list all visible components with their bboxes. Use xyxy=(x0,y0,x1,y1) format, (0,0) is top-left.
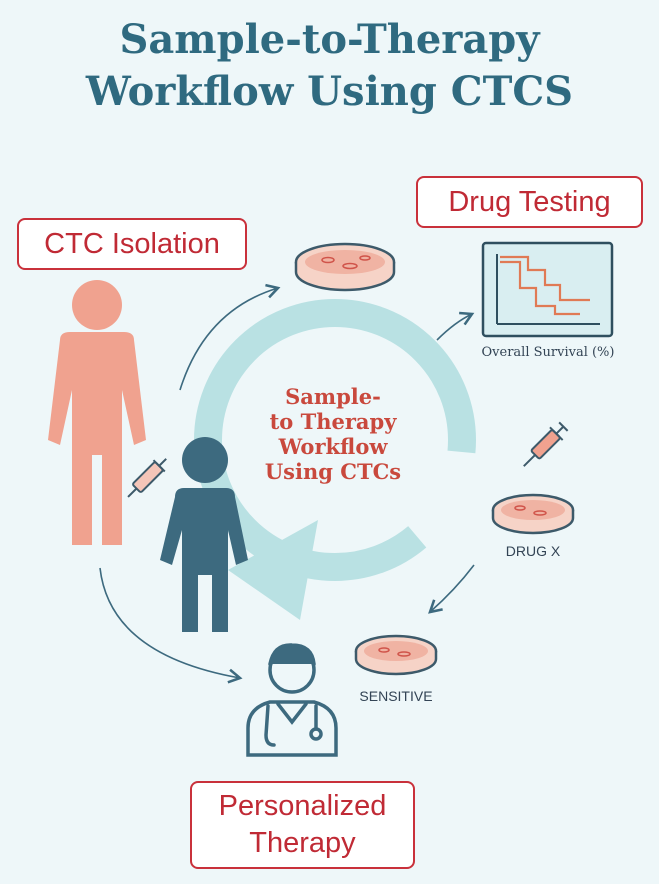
ctc-isolation-label: CTC Isolation xyxy=(17,218,247,270)
petri-dish-sensitive xyxy=(354,634,438,676)
connector-arrows xyxy=(99,283,475,684)
page-title-line1: Sample-to-Therapy xyxy=(119,16,540,63)
survival-chart-icon xyxy=(481,241,614,338)
center-line3: Workflow xyxy=(278,434,388,459)
survival-caption: Overall Survival (%) xyxy=(481,345,615,360)
drug-x-caption: DRUG X xyxy=(505,543,561,559)
petri-dish-drug xyxy=(491,493,575,535)
center-caption: Sample- to Therapy Workflow Using CTCs xyxy=(258,384,408,484)
center-line1: Sample- xyxy=(285,384,381,409)
center-line4: Using CTCs xyxy=(264,459,402,484)
page-title-line2: Workflow Using CTCS xyxy=(85,68,574,115)
patient-figure xyxy=(48,280,146,545)
personalized-therapy-label: Personalized Therapy xyxy=(190,781,415,869)
therapy-line1: Personalized xyxy=(218,790,387,822)
doctor-icon xyxy=(246,643,338,757)
drug-syringe-icon xyxy=(523,421,569,467)
center-line2: to Therapy xyxy=(269,409,397,434)
drug-testing-label: Drug Testing xyxy=(416,176,643,228)
person-figure xyxy=(160,437,248,632)
petri-dish-top xyxy=(294,242,396,292)
therapy-line2: Therapy xyxy=(249,827,356,859)
syringe-icon xyxy=(127,458,167,498)
sensitive-caption: SENSITIVE xyxy=(359,688,433,704)
